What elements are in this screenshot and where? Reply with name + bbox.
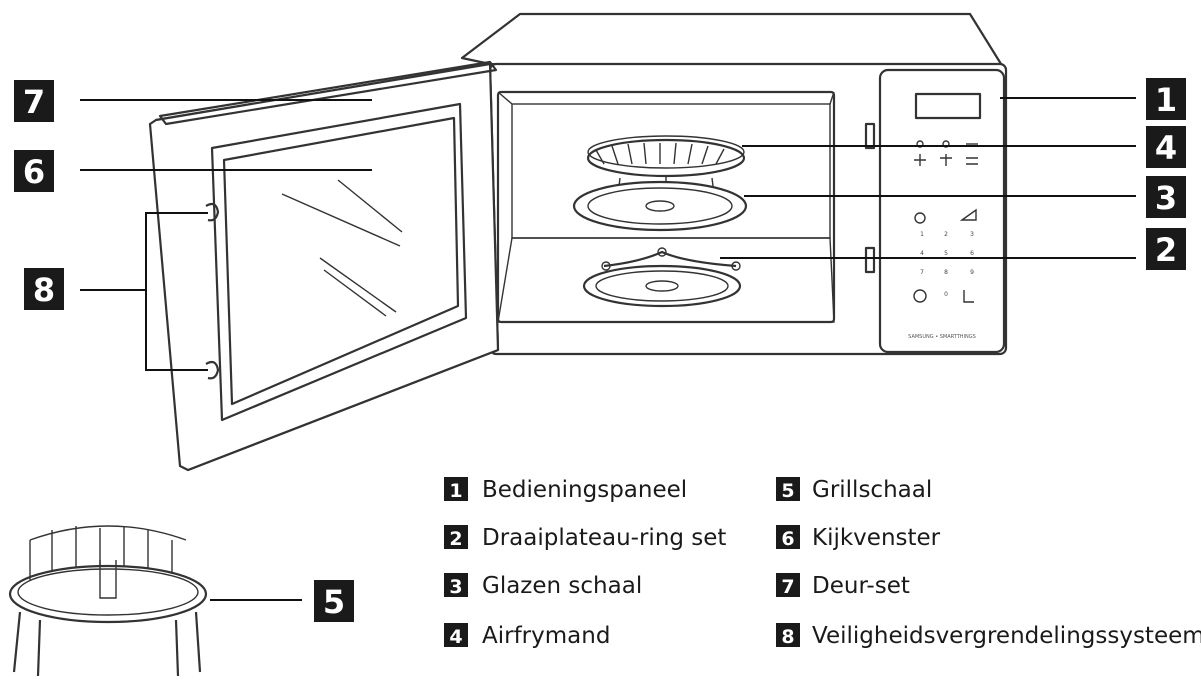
display-window	[914, 92, 982, 120]
svg-text:6: 6	[23, 153, 45, 191]
leader-8-bracket	[145, 212, 208, 371]
callout-8: 8	[24, 268, 64, 310]
svg-text:6: 6	[781, 528, 794, 550]
svg-text:5: 5	[781, 480, 794, 502]
callout-1: 1	[1146, 78, 1186, 120]
svg-text:2: 2	[944, 231, 948, 238]
svg-text:Bedieningspaneel: Bedieningspaneel	[482, 477, 687, 503]
panel-function-icons	[913, 140, 978, 303]
microwave-body: 1 2 3 4 5 6 7 8 9 0 SAMSUNG • SMARTTHING…	[460, 12, 1008, 356]
control-panel	[878, 68, 1006, 354]
latch-hook-upper	[205, 202, 220, 222]
brand-strip: SAMSUNG • SMARTTHINGS	[908, 334, 976, 340]
legend-item-1: 1 Bedieningspaneel	[444, 477, 687, 503]
svg-text:6: 6	[970, 250, 974, 257]
turntable-ring-set	[582, 247, 742, 308]
legend-item-6: 6 Kijkvenster	[776, 525, 941, 551]
cavity-floor	[497, 237, 835, 323]
svg-text:2: 2	[1155, 231, 1177, 269]
callout-7: 7	[14, 80, 54, 122]
latch-hook-lower	[205, 360, 220, 380]
legend-item-3: 3 Glazen schaal	[444, 573, 642, 599]
svg-text:7: 7	[23, 83, 45, 121]
svg-text:8: 8	[781, 626, 794, 648]
door-panel	[148, 62, 500, 472]
svg-text:1: 1	[1155, 81, 1177, 119]
svg-text:Airfrymand: Airfrymand	[482, 623, 610, 649]
svg-text:Veiligheidsvergrendelingssyste: Veiligheidsvergrendelingssysteem	[812, 623, 1201, 649]
callout-2: 2	[1146, 228, 1186, 270]
grill-rack	[8, 525, 208, 677]
svg-text:Kijkvenster: Kijkvenster	[812, 525, 941, 551]
legend-item-4: 4 Airfrymand	[444, 623, 610, 649]
svg-text:2: 2	[449, 528, 462, 550]
latch-slot-lower	[864, 246, 876, 274]
svg-text:7: 7	[920, 269, 924, 276]
callout-4: 4	[1146, 126, 1186, 168]
callout-3: 3	[1146, 176, 1186, 218]
legend-item-2: 2 Draaiplateau-ring set	[444, 525, 726, 551]
door-assembly	[148, 60, 500, 472]
svg-text:5: 5	[944, 250, 948, 257]
svg-text:4: 4	[920, 250, 924, 257]
svg-text:0: 0	[944, 291, 948, 298]
svg-text:Draaiplateau-ring set: Draaiplateau-ring set	[482, 525, 726, 551]
svg-text:3: 3	[970, 231, 974, 238]
svg-text:1: 1	[920, 231, 924, 238]
svg-text:5: 5	[323, 583, 345, 621]
viewing-window	[222, 116, 460, 406]
svg-text:Grillschaal: Grillschaal	[812, 477, 932, 503]
svg-text:1: 1	[449, 480, 462, 502]
svg-text:4: 4	[1155, 129, 1177, 167]
legend: 1 Bedieningspaneel 2 Draaiplateau-ring s…	[444, 477, 1201, 649]
svg-text:3: 3	[1155, 179, 1177, 217]
svg-text:8: 8	[33, 271, 55, 309]
legend-item-5: 5 Grillschaal	[776, 477, 932, 503]
svg-text:8: 8	[944, 269, 948, 276]
body-front	[488, 62, 1008, 356]
legend-item-8: 8 Veiligheidsvergrendelingssysteem	[776, 623, 1201, 649]
leader-lines	[80, 97, 1136, 601]
svg-text:9: 9	[970, 269, 974, 276]
door-window-frame	[210, 102, 468, 422]
callout-6: 6	[14, 150, 54, 192]
svg-text:Glazen schaal: Glazen schaal	[482, 573, 642, 599]
svg-text:Deur-set: Deur-set	[812, 573, 910, 599]
latch-slot-upper	[864, 122, 876, 150]
svg-text:3: 3	[449, 576, 462, 598]
glass-tray-upper	[572, 180, 748, 232]
svg-text:4: 4	[449, 626, 462, 648]
legend-item-7: 7 Deur-set	[776, 573, 910, 599]
keypad: 1 2 3 4 5 6 7 8 9 0	[920, 231, 974, 298]
svg-text:7: 7	[781, 576, 794, 598]
callout-5: 5	[314, 580, 354, 622]
